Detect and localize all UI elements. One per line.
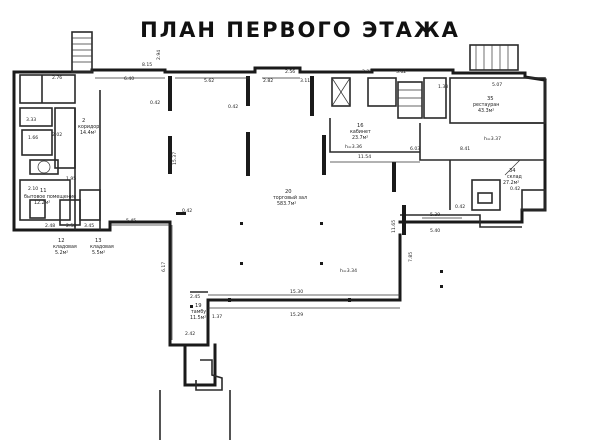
dim-label: 5.62 [204, 78, 214, 84]
dim-label: 5.07 [492, 82, 502, 88]
dim-label: 2.76 [52, 75, 62, 81]
dim-label: 15.29 [290, 312, 303, 318]
room-16: 16 кабинет 23.7м² [350, 123, 371, 141]
room-name: бытовое помещение [24, 194, 76, 200]
dim-label: 3.33 [26, 117, 36, 123]
room-area: 43.3м² [478, 108, 494, 114]
dim-label: 15.37 [172, 152, 178, 165]
dim-label: 8.41 [460, 146, 470, 152]
dim-label: 2.42 [185, 331, 195, 337]
dim-label: 2.94 [156, 50, 162, 60]
room-number: 16 [357, 123, 364, 129]
room-number: 20 [285, 189, 292, 195]
dimension-lines [95, 77, 462, 340]
room-name: коридор [78, 125, 99, 130]
room-labels: 20 торговый зал 583.7м² 16 кабинет 23.7м… [24, 96, 523, 321]
room-area: 23.7м² [352, 135, 368, 141]
room-name: рестауран [473, 103, 499, 108]
dim-label: 8.15 [142, 62, 152, 68]
room-34: 34 склад 27.2м² [503, 168, 523, 186]
room-13: 13 кладовая 5.5м² [90, 238, 114, 256]
room-number: 13 [95, 238, 102, 244]
right-rooms [329, 77, 546, 211]
room-area: 12.2м² [34, 200, 50, 206]
room-19: 19 тамбур 11.5м² [190, 303, 209, 321]
dim-label: 5.39 [430, 212, 440, 218]
dim-label: 6.03 [410, 146, 420, 152]
dim-label: 3.11 [300, 78, 310, 84]
dim-label: 6.40 [124, 76, 134, 82]
dim-label: 7.85 [408, 252, 414, 262]
room-name: склад [507, 175, 523, 180]
room-number: 19 [195, 303, 202, 309]
room-number: 11 [40, 188, 47, 194]
plan-title: ПЛАН ПЕРВОГО ЭТАЖА [140, 18, 460, 42]
dim-label: 2.45 [190, 294, 200, 300]
stair-top-left [71, 31, 93, 73]
dim-label: 3.62 [396, 69, 406, 75]
dim-label: h=3.37 [484, 136, 501, 142]
dim-label: 2.48 [45, 223, 55, 229]
dim-label: 0.42 [455, 204, 465, 210]
dim-label: 0.42 [228, 104, 238, 110]
room-name: тамбур [191, 309, 209, 315]
dim-label: 0.42 [150, 100, 160, 106]
dim-label: 1.33 [438, 84, 448, 90]
dim-label: 2.56 [285, 69, 295, 75]
dim-label: 2.82 [263, 78, 273, 84]
left-rooms [19, 74, 101, 230]
stair-top-right [469, 44, 519, 71]
room-area: 5.5м² [92, 250, 105, 256]
room-area: 27.2м² [503, 180, 519, 186]
dim-label: h=3.36 [345, 144, 362, 150]
dim-label: 5.40 [430, 228, 440, 234]
dim-label: 1.66 [28, 135, 38, 141]
room-35: 35 рестауран 43.3м² [473, 96, 499, 114]
room-name: торговый зал [273, 194, 307, 201]
dim-label: 5.45 [126, 218, 136, 224]
room-12: 12 кладовая 5.2м² [53, 238, 77, 256]
room-number: 12 [58, 238, 65, 244]
room-area: 14.4м² [80, 130, 96, 136]
dim-label: 11.65 [391, 220, 397, 233]
dim-label: 1.37 [212, 314, 222, 320]
dim-label: 0.42 [182, 208, 192, 214]
room-name: кладовая [90, 245, 114, 250]
dim-label: 2.10 [28, 186, 38, 192]
dim-label: 11.54 [358, 154, 371, 160]
room-area: 583.7м² [277, 201, 296, 207]
room-area: 11.5м² [190, 315, 206, 321]
dim-label: 6.17 [161, 262, 167, 272]
dimension-labels: 8.15 6.40 5.62 2.82 2.56 3.11 3.33 3.62 … [26, 50, 520, 337]
dim-label: 2.58 [66, 223, 76, 229]
dim-label: 3.33 [362, 69, 372, 75]
room-20: 20 торговый зал 583.7м² [273, 189, 307, 207]
dim-label: 15.30 [290, 289, 303, 295]
room-2: 2 коридор 14.4м² [78, 118, 99, 136]
dim-label: 0.42 [510, 186, 520, 192]
dim-label: 1.95 [66, 176, 76, 182]
dim-label: 2.02 [52, 132, 62, 138]
room-number: 35 [487, 96, 494, 102]
room-area: 5.2м² [55, 250, 68, 256]
room-11: 11 бытовое помещение 12.2м² [24, 188, 76, 206]
dim-label: h=3.34 [340, 268, 357, 274]
columns [168, 76, 443, 308]
room-name: кабинет [350, 129, 371, 135]
room-name: кладовая [53, 245, 77, 250]
room-number: 34 [509, 168, 516, 174]
dim-label: 3.45 [84, 223, 94, 229]
room-number: 2 [82, 118, 85, 124]
